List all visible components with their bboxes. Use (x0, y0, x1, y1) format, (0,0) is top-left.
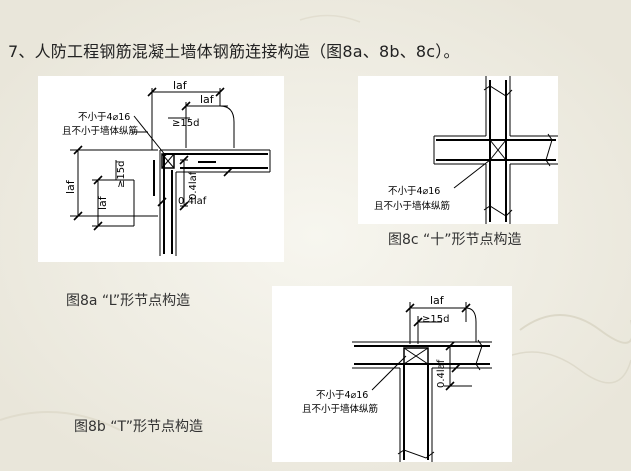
a-04laf-low: 0.4laf (178, 196, 207, 207)
c-rebar-note-2: 且不小于墙体纵筋 (374, 200, 450, 212)
figure-8a-drawing: laf laf ≥15d 不小于4⌀16 且不小于墙体纵筋 laf laf ≥1… (62, 79, 271, 256)
figure-8b-drawing: laf ≥15d 0.4laf 不小于4⌀16 且不小于墙体纵筋 (302, 294, 492, 462)
c-rebar-note-1: 不小于4⌀16 (388, 186, 440, 197)
b-rebar-note-2: 且不小于墙体纵筋 (302, 403, 378, 415)
figure-8b-caption: 图8b “T”形节点构造 (74, 419, 203, 435)
a-laf-left2: laf (96, 195, 109, 210)
b-04laf: 0.4laf (436, 359, 447, 388)
a-rebar-note-1: 不小于4⌀16 (78, 112, 130, 123)
figure-8a-caption: 图8a “L”形节点构造 (66, 293, 191, 309)
b-15d-top: ≥15d (422, 314, 449, 325)
a-04laf-mid: 0.4laf (188, 171, 199, 200)
page-title: 7、人防工程钢筋混凝土墙体钢筋连接构造（图8a、8b、8c）。 (8, 42, 460, 61)
b-rebar-note-1: 不小于4⌀16 (316, 390, 368, 401)
figure-8c-drawing: 不小于4⌀16 且不小于墙体纵筋 (374, 76, 558, 224)
a-15d-left: ≥15d (116, 161, 127, 188)
a-laf-top2: laf (200, 93, 215, 106)
a-15d-top: ≥15d (172, 118, 199, 129)
figure-8a-panel: laf laf ≥15d 不小于4⌀16 且不小于墙体纵筋 laf laf ≥1… (38, 76, 284, 262)
b-laf-top: laf (430, 294, 445, 307)
figure-8c-caption: 图8c “十”形节点构造 (388, 232, 522, 248)
a-rebar-note-2: 且不小于墙体纵筋 (62, 125, 138, 137)
figure-8b-panel: laf ≥15d 0.4laf 不小于4⌀16 且不小于墙体纵筋 (272, 286, 512, 462)
a-laf-top: laf (173, 79, 188, 92)
a-laf-left: laf (64, 179, 77, 194)
figure-8c-panel: 不小于4⌀16 且不小于墙体纵筋 (358, 76, 558, 224)
